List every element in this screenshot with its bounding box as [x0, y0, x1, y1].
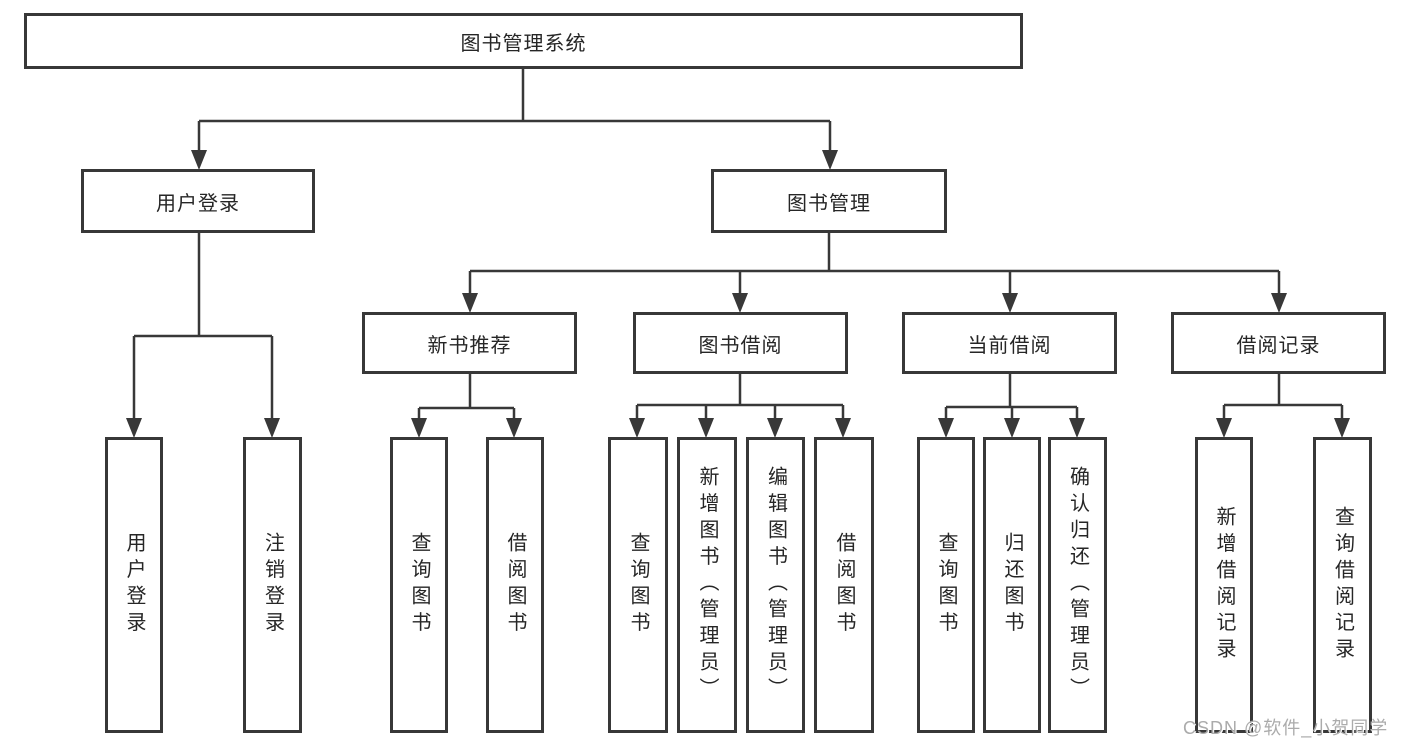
arrow-icon	[1069, 418, 1085, 438]
leaf-label: 用户登录	[123, 532, 145, 638]
node-label: 新书推荐	[427, 334, 512, 357]
leaf-add-borrow-record: 新增借阅记录	[1195, 437, 1253, 733]
node-root-system: 图书管理系统	[24, 13, 1023, 69]
connector-bookmgmt-children	[468, 233, 1281, 295]
leaf-label: 确认归还（管理员）	[1066, 466, 1089, 704]
node-book-management: 图书管理	[711, 169, 947, 233]
node-label: 图书管理	[787, 192, 871, 215]
leaf-label: 注销登录	[261, 532, 284, 638]
arrow-icon	[1271, 293, 1287, 313]
arrow-icon	[732, 293, 748, 313]
node-book-borrow: 图书借阅	[633, 312, 848, 374]
node-new-book-recommend: 新书推荐	[362, 312, 577, 374]
leaf-query-borrow-record: 查询借阅记录	[1313, 437, 1372, 733]
arrow-icon	[938, 418, 954, 438]
leaf-borrow-books-recommend: 借阅图书	[486, 437, 544, 733]
leaf-label: 查询图书	[935, 532, 957, 638]
leaf-label: 新增借阅记录	[1213, 505, 1235, 665]
connector-current-children	[944, 374, 1079, 420]
leaf-return-books: 归还图书	[983, 437, 1041, 733]
node-label: 借阅记录	[1236, 334, 1321, 357]
connector-userlogin-children	[132, 233, 274, 420]
leaf-label: 查询借阅记录	[1331, 505, 1354, 665]
leaf-label: 借阅图书	[504, 532, 526, 638]
leaf-logout: 注销登录	[243, 437, 302, 733]
node-label: 图书管理系统	[460, 32, 587, 55]
arrow-icon	[835, 418, 851, 438]
arrow-icon	[264, 418, 280, 438]
csdn-watermark: CSDN @软件_小贺同学	[1183, 718, 1389, 738]
connector-newbook-children	[417, 374, 516, 420]
arrow-icon	[462, 293, 478, 313]
leaf-user-login: 用户登录	[105, 437, 163, 733]
node-label: 用户登录	[156, 192, 240, 215]
arrow-icon	[698, 418, 714, 438]
arrow-icon	[767, 418, 783, 438]
arrow-icon	[126, 418, 142, 438]
leaf-label: 编辑图书（管理员）	[764, 466, 787, 704]
leaf-label: 查询图书	[408, 532, 430, 638]
node-label: 当前借阅	[967, 334, 1052, 357]
arrow-icon	[822, 150, 838, 170]
leaf-borrow-books: 借阅图书	[814, 437, 874, 733]
connector-root-to-level2	[197, 69, 832, 152]
leaf-label: 查询图书	[627, 532, 649, 638]
arrow-icon	[1216, 418, 1232, 438]
leaf-label: 归还图书	[1001, 532, 1023, 638]
leaf-query-books-borrow: 查询图书	[608, 437, 668, 733]
node-label: 图书借阅	[698, 334, 783, 357]
leaf-query-books-recommend: 查询图书	[390, 437, 448, 733]
leaf-label: 新增图书（管理员）	[696, 466, 718, 704]
arrow-icon	[506, 418, 522, 438]
arrow-icon	[191, 150, 207, 170]
arrow-icon	[629, 418, 645, 438]
node-user-login: 用户登录	[81, 169, 315, 233]
arrow-icon	[411, 418, 427, 438]
node-current-borrow: 当前借阅	[902, 312, 1117, 374]
arrow-icon	[1004, 418, 1020, 438]
leaf-confirm-return-admin: 确认归还（管理员）	[1048, 437, 1107, 733]
leaf-add-books-admin: 新增图书（管理员）	[677, 437, 737, 733]
connector-borrow-children	[635, 374, 845, 420]
leaf-label: 借阅图书	[833, 532, 855, 638]
leaf-edit-books-admin: 编辑图书（管理员）	[746, 437, 805, 733]
node-borrow-record: 借阅记录	[1171, 312, 1386, 374]
leaf-query-books-current: 查询图书	[917, 437, 975, 733]
arrow-icon	[1334, 418, 1350, 438]
connector-record-children	[1222, 374, 1344, 420]
arrow-icon	[1002, 293, 1018, 313]
